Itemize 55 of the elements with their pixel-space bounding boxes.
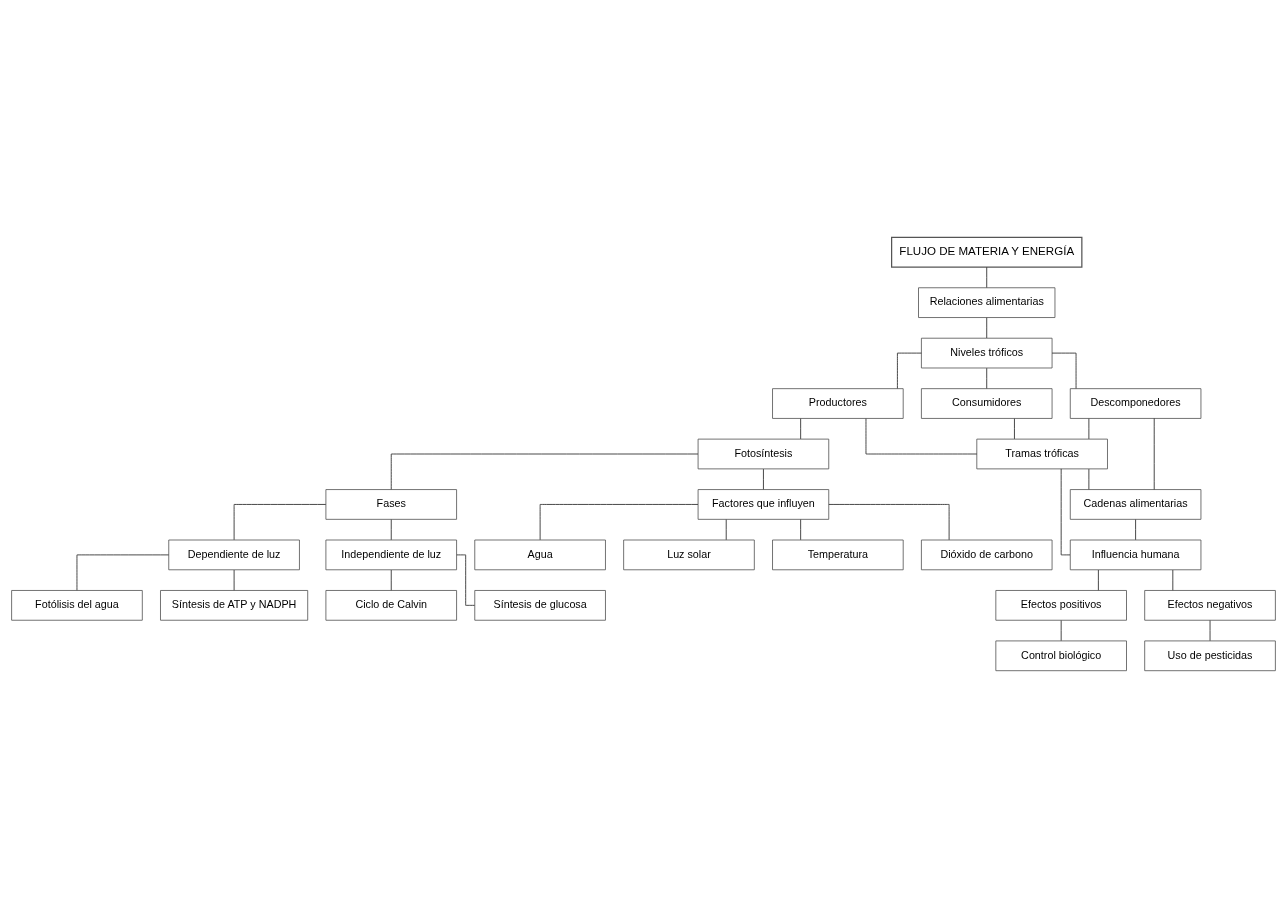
node-box: Síntesis de glucosa xyxy=(474,589,606,621)
connector xyxy=(1014,417,1015,439)
connector xyxy=(986,316,988,338)
node-box: Fotólisis del agua xyxy=(11,589,143,621)
node-box: Luz solar xyxy=(623,539,755,570)
node-box: Descomponedores xyxy=(1069,387,1202,419)
node-box: Efectos negativos xyxy=(1144,589,1276,621)
node-box: Influencia humana xyxy=(1069,539,1202,570)
connector xyxy=(986,367,988,389)
node-box: Dióxido de carbono xyxy=(920,539,1053,570)
connector xyxy=(725,518,727,540)
node-box: Uso de pesticidas xyxy=(1144,640,1276,671)
node-box: Fases xyxy=(325,488,457,520)
connector xyxy=(456,554,475,606)
node-box: FLUJO DE MATERIA Y ENERGÍA xyxy=(891,236,1083,268)
connector xyxy=(1088,417,1090,439)
connector xyxy=(1097,569,1099,591)
connector xyxy=(233,569,235,591)
connector xyxy=(539,503,699,540)
connector xyxy=(76,554,169,591)
node-box: Consumidores xyxy=(920,387,1053,419)
node-box: Fotosíntesis xyxy=(697,438,830,469)
connector xyxy=(1060,467,1071,555)
connector xyxy=(1060,619,1062,641)
connector xyxy=(986,266,988,288)
connector xyxy=(828,503,950,540)
connector xyxy=(1088,468,1090,490)
connector xyxy=(1153,417,1155,490)
node-box: Tramas tróficas xyxy=(976,438,1108,469)
node-box: Dependiente de luz xyxy=(168,539,300,570)
node-box: Agua xyxy=(474,539,606,570)
connector xyxy=(763,468,764,490)
node-box: Temperatura xyxy=(772,539,904,570)
node-box: Control biológico xyxy=(995,640,1127,671)
connector xyxy=(233,503,327,540)
connector xyxy=(1135,518,1137,540)
connector xyxy=(1051,352,1077,389)
node-box: Cadenas alimentarias xyxy=(1069,488,1202,520)
node-box: Niveles tróficos xyxy=(920,337,1053,368)
node-box: Síntesis de ATP y NADPH xyxy=(160,589,309,621)
connector xyxy=(390,569,392,591)
node-box: Ciclo de Calvin xyxy=(325,589,457,621)
node-box: Productores xyxy=(772,387,904,419)
connector xyxy=(800,417,802,439)
node-box: Factores que influyen xyxy=(697,488,830,520)
node-box: Relaciones alimentarias xyxy=(918,286,1056,318)
connector xyxy=(1209,619,1211,641)
connector xyxy=(897,352,922,389)
connector xyxy=(390,453,699,490)
node-box: Independiente de luz xyxy=(325,539,457,570)
connector xyxy=(865,417,978,454)
node-box: Efectos positivos xyxy=(995,589,1127,621)
connector xyxy=(390,518,392,540)
connector xyxy=(1172,569,1174,591)
connector xyxy=(800,518,802,540)
